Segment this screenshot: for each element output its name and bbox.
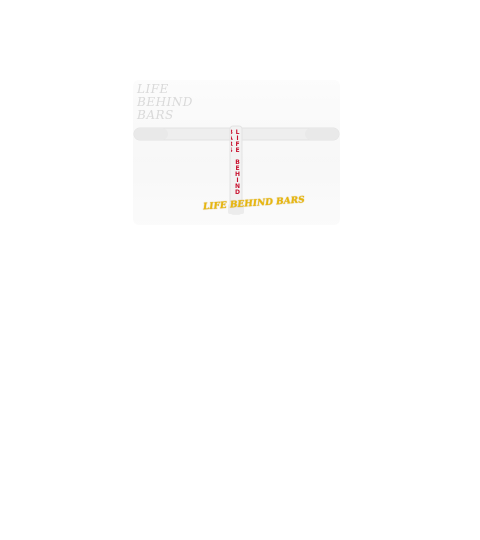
corner-logo-watermark: LIFE BEHIND BARS	[137, 83, 217, 122]
clamp	[228, 204, 244, 214]
left-grip	[134, 128, 168, 140]
corner-logo-line: BEHIND	[137, 95, 193, 109]
corner-logo-line: BARS	[137, 108, 174, 122]
stem-print: LIFE BEHIND BARS	[231, 129, 241, 195]
corner-logo-line: LIFE	[137, 82, 169, 96]
right-grip	[305, 128, 339, 140]
